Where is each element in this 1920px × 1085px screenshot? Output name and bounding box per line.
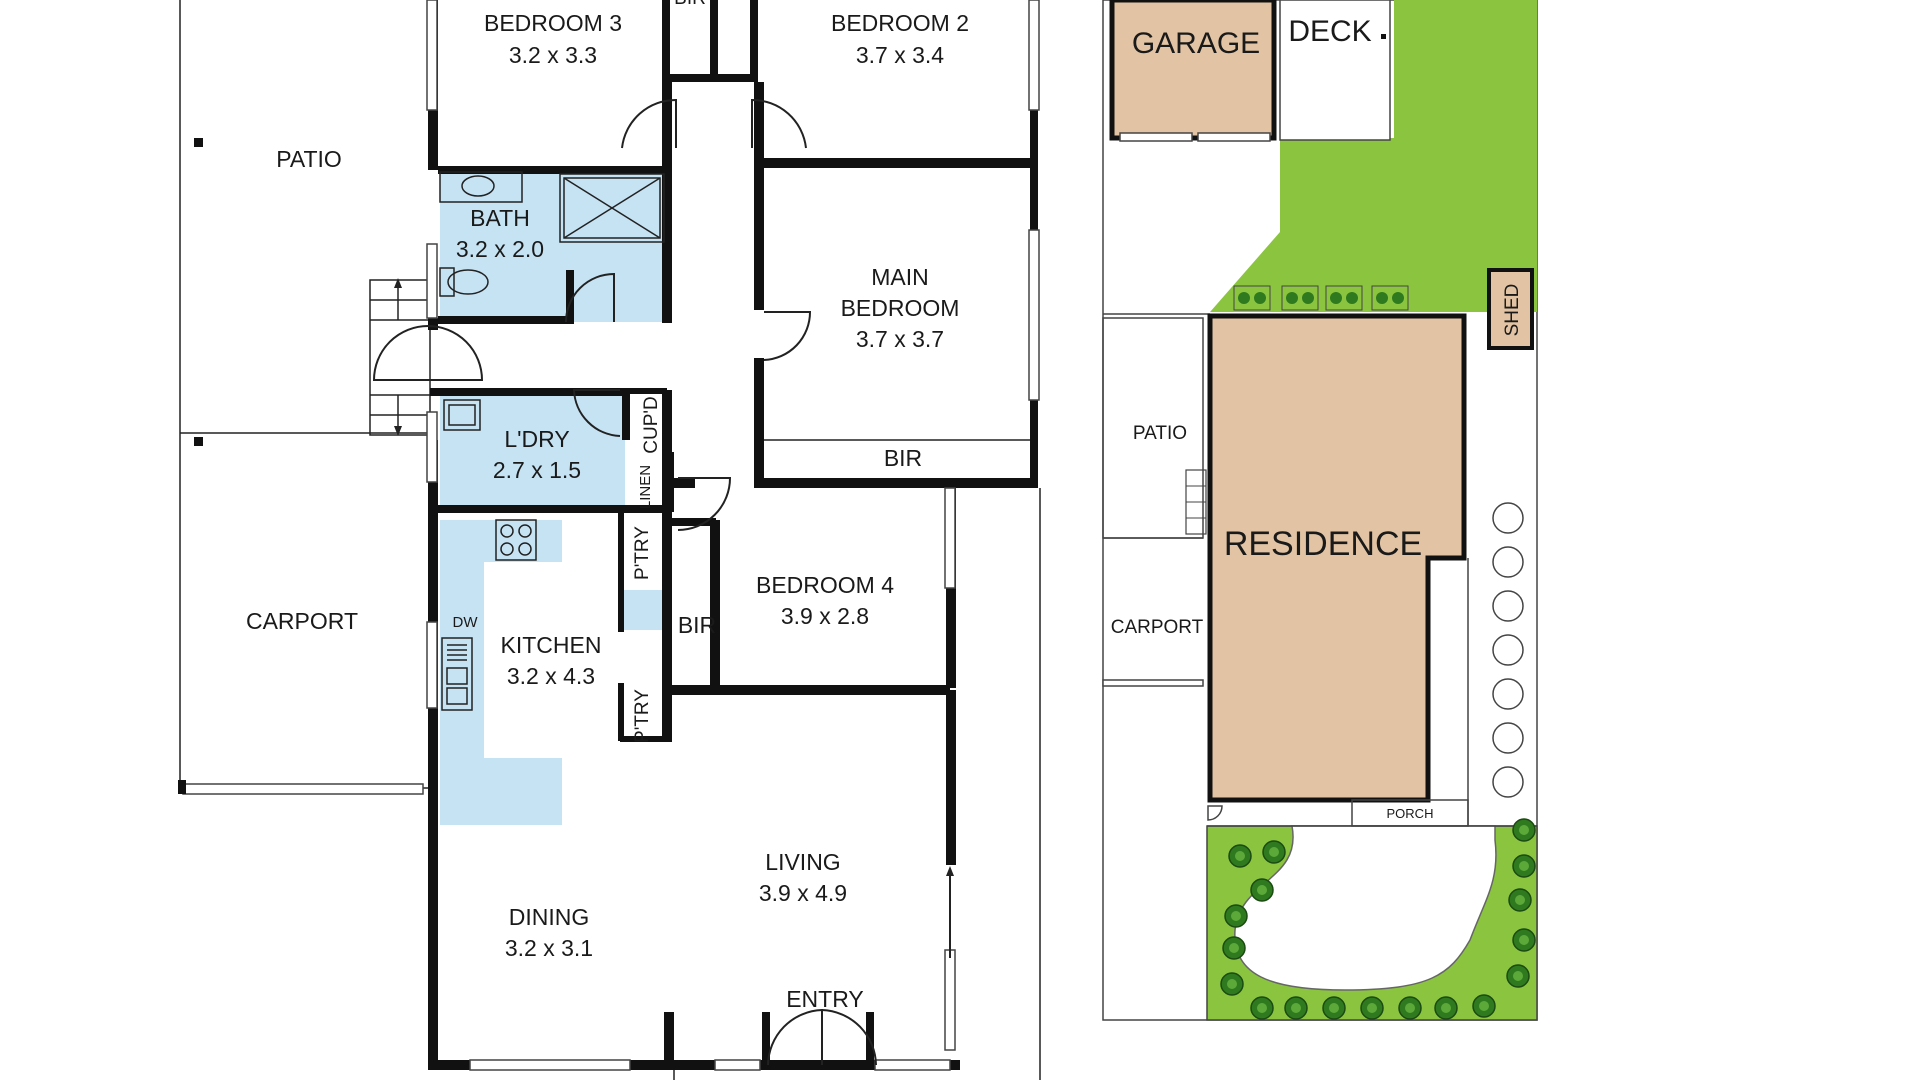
dining-name: DINING <box>509 904 590 930</box>
linen-label: LINEN <box>637 465 654 509</box>
bollard-circle <box>1492 502 1524 534</box>
bath-size: 3.2 x 2.0 <box>456 236 544 262</box>
bollard-circles <box>1492 502 1524 798</box>
kitchen-fill <box>440 520 562 825</box>
garden-tree-center <box>1329 1003 1339 1013</box>
garden-tree-center <box>1229 943 1239 953</box>
garden-tree-center <box>1231 911 1241 921</box>
garden-tree-center <box>1519 861 1529 871</box>
bir-top-label: BIR <box>674 0 706 9</box>
residence <box>1207 313 1467 803</box>
shrub <box>1302 292 1314 304</box>
patio-label: PATIO <box>276 146 342 172</box>
bedroom3-size: 3.2 x 3.3 <box>509 42 597 68</box>
garden-tree-center <box>1257 885 1267 895</box>
bollard-circle <box>1492 766 1524 798</box>
shrub <box>1376 292 1388 304</box>
laundry-name: L'DRY <box>504 426 569 452</box>
bedroom3-name: BEDROOM 3 <box>484 10 622 36</box>
bedroom2-size: 3.7 x 3.4 <box>856 42 944 68</box>
garden-trees <box>1220 818 1536 1020</box>
bollard-circle <box>1492 678 1524 710</box>
shrub <box>1254 292 1266 304</box>
shrub <box>1330 292 1342 304</box>
pantry-fill <box>624 590 668 630</box>
cupboard-label: CUP'D <box>641 396 662 453</box>
wet-areas <box>440 172 672 825</box>
side-steps <box>369 278 431 436</box>
bollard-circle <box>1492 722 1524 754</box>
shed <box>1487 268 1534 350</box>
windows <box>426 0 1040 1071</box>
residence-label: RESIDENCE <box>1224 525 1422 563</box>
main-bedroom-name-1: MAIN <box>871 264 929 290</box>
bollard-circle <box>1492 546 1524 578</box>
main-bedroom-size: 3.7 x 3.7 <box>856 326 944 352</box>
site-patio-label: PATIO <box>1133 423 1187 444</box>
pantry-label-lower: P'TRY <box>632 689 653 743</box>
garage-label: GARAGE <box>1132 27 1260 60</box>
shrub <box>1392 292 1404 304</box>
shrub <box>1238 292 1250 304</box>
laundry-size: 2.7 x 1.5 <box>493 457 581 483</box>
garden-tree-center <box>1479 1001 1489 1011</box>
bath-fill <box>440 172 672 322</box>
laundry-fill <box>440 395 625 513</box>
site-plan: GARAGE DECK SHED RESIDENCE PATIO CARPORT… <box>1102 0 1538 1021</box>
garden-tree-center <box>1513 971 1523 981</box>
garden-tree-center <box>1519 825 1529 835</box>
bedroom4-name: BEDROOM 4 <box>756 572 894 598</box>
living-size: 3.9 x 4.9 <box>759 880 847 906</box>
porch-label: PORCH <box>1387 806 1434 821</box>
carport-patio-outline <box>178 0 428 795</box>
shrub <box>1346 292 1358 304</box>
garden-tree-center <box>1227 979 1237 989</box>
kitchen-name: KITCHEN <box>501 632 602 658</box>
garage <box>1109 0 1277 141</box>
door-swings <box>372 98 954 1066</box>
garden-tree-center <box>1269 847 1279 857</box>
pantry-label-upper: P'TRY <box>632 526 653 580</box>
dining-size: 3.2 x 3.1 <box>505 935 593 961</box>
bollard-circle <box>1492 634 1524 666</box>
site-carport-label: CARPORT <box>1111 617 1204 638</box>
hedge-row <box>1233 285 1409 311</box>
garden-tree-center <box>1367 1003 1377 1013</box>
fixtures <box>439 171 1041 1080</box>
carport-label: CARPORT <box>246 608 358 634</box>
garden-tree-center <box>1515 895 1525 905</box>
garden-tree-center <box>1291 1003 1301 1013</box>
bath-name: BATH <box>470 205 530 231</box>
kitchen-size: 3.2 x 4.3 <box>507 663 595 689</box>
dishwasher-label: DW <box>453 614 479 631</box>
bedroom4-bir-label: BIR <box>678 612 716 638</box>
garden-tree-center <box>1235 851 1245 861</box>
garden-tree-center <box>1519 935 1529 945</box>
deck <box>1279 0 1391 141</box>
floor-plan-labels: BEDROOM 3 3.2 x 3.3 BEDROOM 2 3.7 x 3.4 … <box>246 0 969 1012</box>
bollard-circle <box>1492 590 1524 622</box>
bedroom4-size: 3.9 x 2.8 <box>781 603 869 629</box>
garden-top <box>1210 0 1537 312</box>
bedroom2-name: BEDROOM 2 <box>831 10 969 36</box>
main-bir-label: BIR <box>884 445 922 471</box>
main-bedroom-name-2: BEDROOM <box>841 295 960 321</box>
shrub <box>1286 292 1298 304</box>
living-name: LIVING <box>765 849 840 875</box>
garden-tree-center <box>1405 1003 1415 1013</box>
garden-tree-center <box>1257 1003 1267 1013</box>
entry-label: ENTRY <box>786 986 864 1012</box>
garden-tree-center <box>1441 1003 1451 1013</box>
deck-label: DECK <box>1288 15 1371 48</box>
shed-label: SHED <box>1502 284 1523 337</box>
